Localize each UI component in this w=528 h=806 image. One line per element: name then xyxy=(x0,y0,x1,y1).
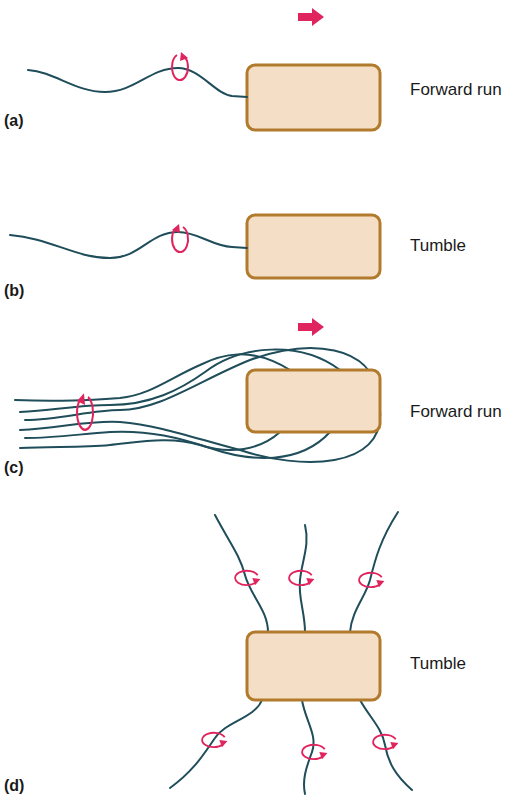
direction-arrow xyxy=(298,8,324,26)
flagellum xyxy=(28,68,247,97)
motion-label: Forward run xyxy=(410,402,502,422)
rotation-arrow xyxy=(289,571,314,585)
flagellum xyxy=(170,700,262,788)
panel-letter: (c) xyxy=(4,458,24,477)
bacterial-cell xyxy=(247,370,380,432)
panel-letter: (d) xyxy=(4,776,24,795)
panel-letter: (b) xyxy=(4,281,24,300)
bacterial-cell xyxy=(247,632,380,700)
flagellum xyxy=(360,700,412,790)
motion-label: Tumble xyxy=(410,654,466,674)
bacterial-cell xyxy=(247,215,380,278)
flagellum xyxy=(302,700,314,794)
rotation-arrow xyxy=(359,573,384,587)
flagellum xyxy=(215,515,268,632)
bacterial-cell xyxy=(247,65,380,130)
rotation-arrow xyxy=(172,224,188,252)
rotation-arrow xyxy=(235,571,260,585)
panel-letter: (a) xyxy=(4,111,24,130)
motion-label: Forward run xyxy=(410,80,502,100)
rotation-arrow xyxy=(302,745,327,759)
flagellum xyxy=(10,232,247,258)
direction-arrow xyxy=(298,318,324,336)
flagellum xyxy=(20,432,280,450)
motion-label: Tumble xyxy=(410,236,466,256)
flagellum xyxy=(25,432,330,458)
flagellum xyxy=(300,525,307,632)
rotation-arrow xyxy=(172,52,188,80)
rotation-arrow xyxy=(373,735,398,749)
rotation-arrow xyxy=(77,393,93,430)
rotation-arrow xyxy=(202,733,227,747)
flagellum xyxy=(350,512,398,632)
